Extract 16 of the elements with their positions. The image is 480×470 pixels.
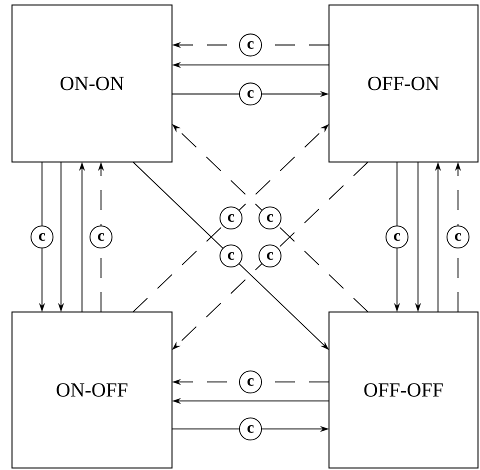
edge-label: c xyxy=(220,206,242,230)
edge-label: c xyxy=(239,82,262,106)
edge-label: c xyxy=(239,34,262,56)
state-box: OFF-OFF xyxy=(328,311,478,468)
edge-label: c xyxy=(239,370,262,394)
edge-label: c xyxy=(239,418,262,440)
edge-label: c xyxy=(386,226,408,248)
edge-label: c xyxy=(446,226,470,248)
edge-label: c xyxy=(90,226,112,248)
state-box: OFF-ON xyxy=(328,4,478,162)
state-box: ON-OFF xyxy=(12,311,172,468)
edge-label: c xyxy=(30,226,54,248)
edge-label: c xyxy=(258,206,282,230)
edge-label: c xyxy=(220,244,242,268)
state-box: ON-ON xyxy=(12,4,172,162)
edge-label: c xyxy=(258,244,282,268)
